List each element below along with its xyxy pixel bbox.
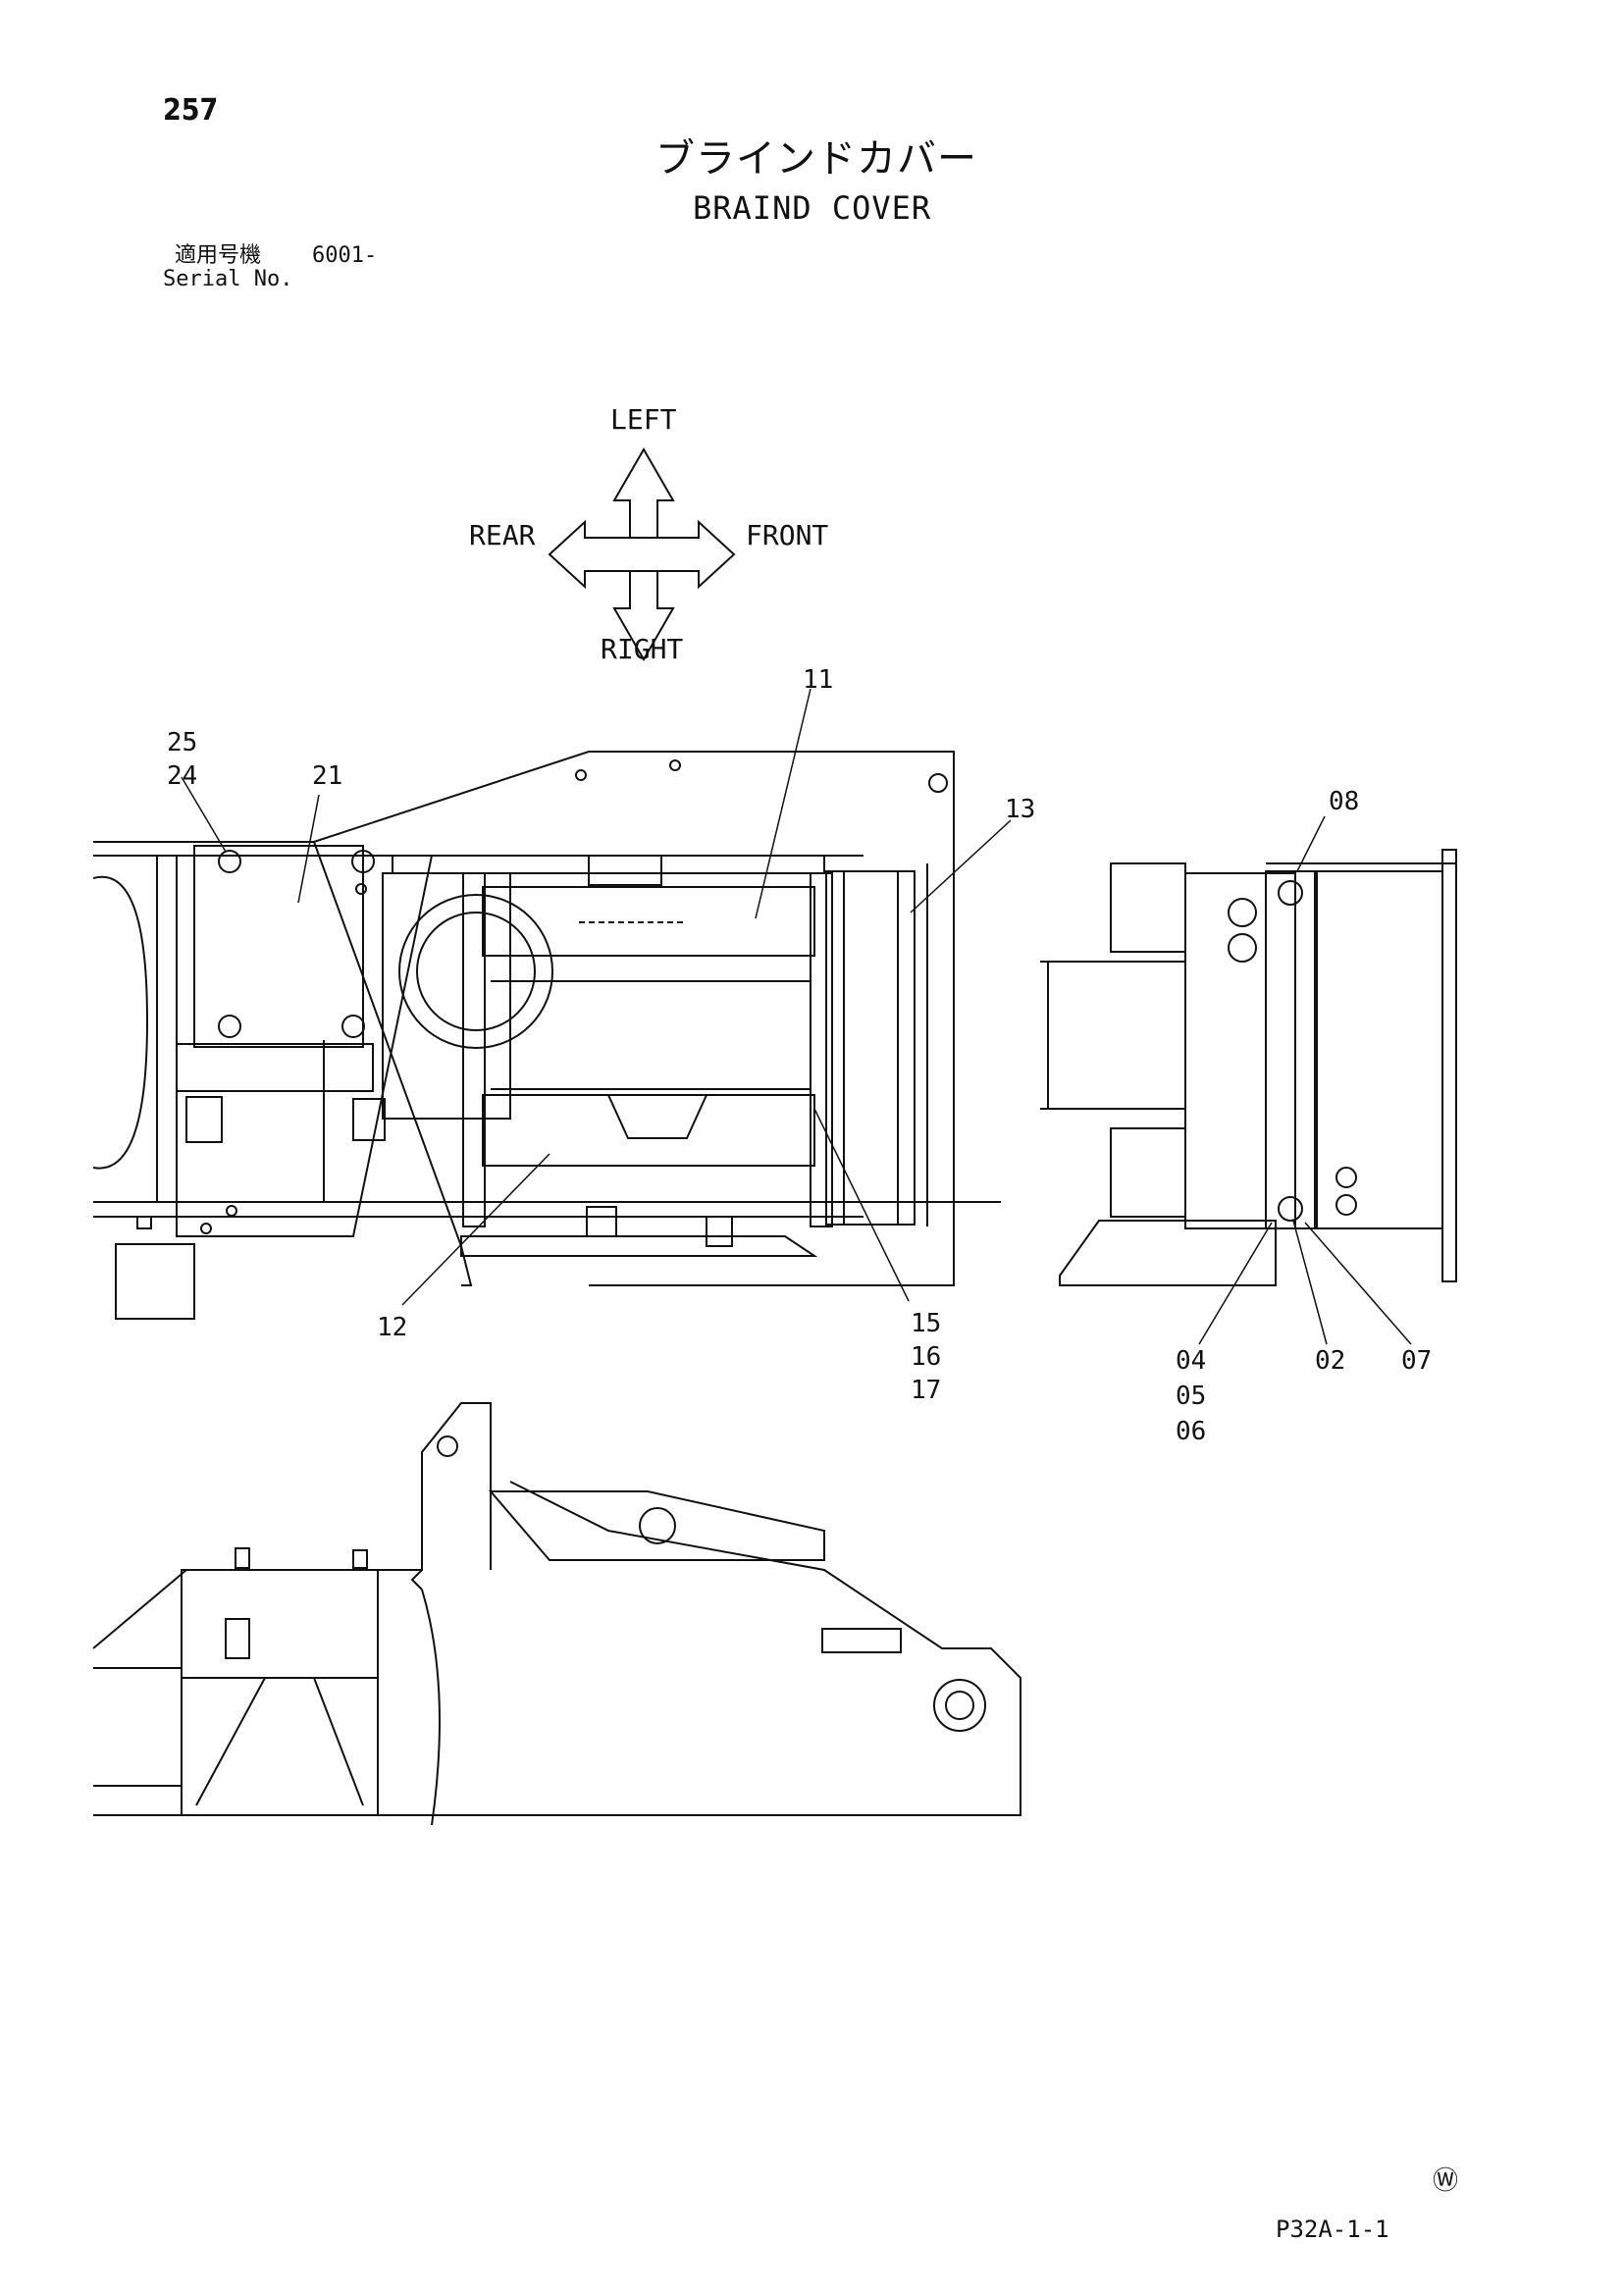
orientation-right-label: RIGHT: [601, 633, 684, 665]
w-mark-icon: Ⓦ: [1433, 2166, 1459, 2196]
callout-leaders: [181, 688, 1412, 1345]
serial-label-jp: 適用号機: [175, 243, 262, 268]
drawing-code: P32A-1-1: [1276, 2216, 1389, 2243]
orientation-left-label: LEFT: [610, 403, 677, 436]
serial-value: 6001-: [312, 243, 378, 268]
callout-21: 21: [312, 761, 343, 791]
orientation-rear-label: REAR: [469, 519, 536, 551]
blind-cover-21: [193, 845, 364, 1048]
callout-05: 05: [1176, 1382, 1207, 1411]
callout-04: 04: [1176, 1346, 1207, 1376]
orientation-front-label: FRONT: [746, 519, 829, 551]
callout-25: 25: [167, 728, 198, 757]
blind-cover-11: [482, 886, 815, 957]
orientation-compass: [548, 446, 736, 662]
callout-13: 13: [1005, 795, 1036, 824]
callout-11: 11: [803, 665, 834, 695]
callout-15: 15: [911, 1309, 942, 1338]
page-title-jp: ブラインドカバー: [655, 136, 977, 182]
callout-02: 02: [1315, 1346, 1346, 1376]
callout-06: 06: [1176, 1417, 1207, 1446]
callout-24: 24: [167, 761, 198, 791]
frame-side-view: [92, 1402, 1021, 1826]
page-title-en: BRAIND COVER: [693, 189, 932, 227]
callout-12: 12: [377, 1313, 408, 1342]
callout-07: 07: [1401, 1346, 1433, 1376]
serial-label-en: Serial No.: [163, 267, 293, 291]
callout-17: 17: [911, 1376, 942, 1405]
page-number: 257: [163, 93, 219, 128]
radiator-side-view: [1040, 849, 1457, 1286]
main-frame-top-view: [92, 751, 1001, 1320]
radiator-13: [825, 870, 916, 1226]
callout-16: 16: [911, 1342, 942, 1372]
callout-08: 08: [1329, 787, 1360, 816]
blind-cover-12: [482, 1094, 815, 1167]
